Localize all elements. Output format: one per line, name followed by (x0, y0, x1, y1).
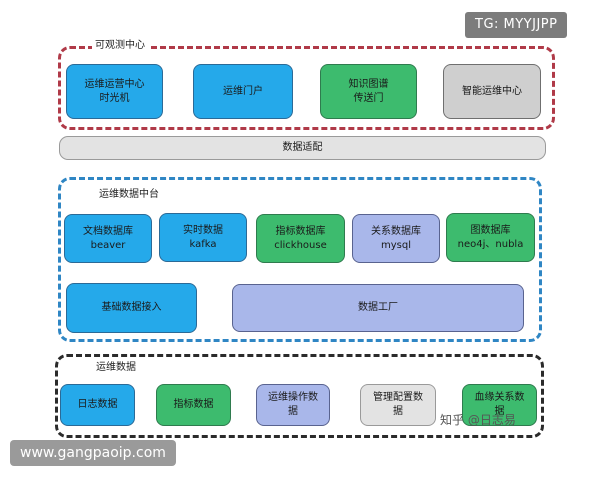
lineage-data-box: 血缘关系数 据 (462, 384, 537, 426)
relational-db-box: 关系数据库 mysql (352, 214, 440, 263)
realtime-data-box: 实时数据 kafka (159, 213, 247, 262)
ops-portal-box: 运维门户 (193, 64, 293, 119)
aiops-center-box: 智能运维中心 (443, 64, 541, 119)
ops-data-section-label: 运维数据 (96, 362, 136, 373)
observability-section-label: 可观测中心 (92, 40, 148, 52)
log-data-box: 日志数据 (60, 384, 135, 426)
knowledge-graph-box: 知识图谱 传送门 (320, 64, 417, 119)
metrics-db-box: 指标数据库 clickhouse (256, 214, 345, 263)
zhihu-watermark: 知乎 @日志易 (440, 413, 516, 427)
ops-data-section (55, 354, 544, 438)
ops-operation-center-box: 运维运营中心 时光机 (66, 64, 163, 119)
observability-section (58, 46, 555, 130)
watermark-bottom-left: www.gangpaoip.com (10, 440, 176, 466)
metric-data-box: 指标数据 (156, 384, 231, 426)
watermark-top-right: TG: MYYJJPP (465, 12, 568, 38)
config-mgmt-data-box: 管理配置数 据 (360, 384, 436, 426)
graph-db-box: 图数据库 neo4j、nubla (446, 213, 535, 262)
ops-operation-data-box: 运维操作数 据 (256, 384, 330, 426)
ops-data-platform-section (58, 177, 542, 342)
document-db-box: 文档数据库 beaver (64, 214, 152, 263)
data-adapter-bar: 数据适配 (59, 136, 546, 160)
ops-data-platform-label: 运维数据中台 (99, 189, 159, 200)
data-factory-box: 数据工厂 (232, 284, 524, 332)
basic-data-ingest-box: 基础数据接入 (66, 283, 197, 333)
